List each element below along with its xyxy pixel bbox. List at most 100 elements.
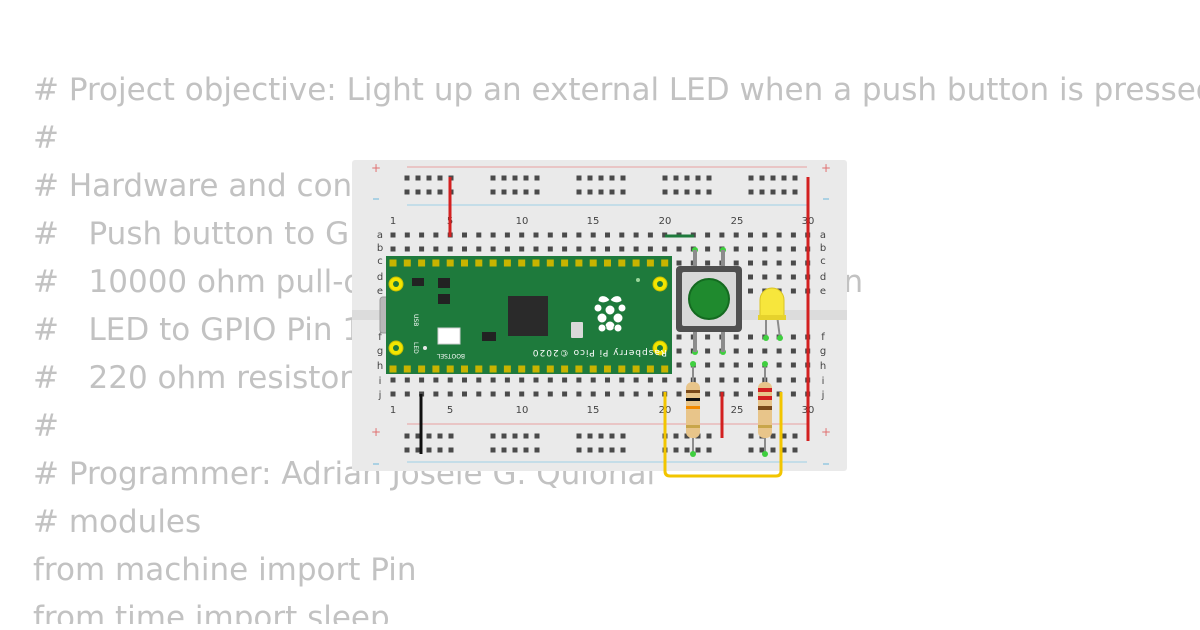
breadboard-hole [447, 391, 453, 397]
rail-hole [609, 433, 615, 439]
pico-pin [475, 259, 483, 267]
resistor-band [686, 390, 700, 393]
breadboard-hole [605, 246, 610, 252]
breadboard-hole [576, 377, 582, 383]
rail-hole [620, 447, 626, 453]
breadboard-hole [790, 362, 796, 368]
breadboard-hole [776, 377, 782, 383]
breadboard-hole [504, 391, 510, 397]
rail-hole [512, 433, 518, 439]
rail-hole [587, 175, 593, 181]
breadboard-hole [490, 246, 496, 252]
rail-hole [576, 189, 582, 195]
rail-hole [792, 175, 798, 181]
resistor-10k [686, 361, 700, 457]
button-leg [721, 332, 725, 352]
breadboard-hole [590, 377, 596, 383]
breadboard-hole [790, 377, 796, 383]
button-leg [693, 332, 697, 352]
column-number: 15 [587, 405, 600, 416]
pico-pin [604, 365, 611, 373]
breadboard-hole [504, 246, 510, 252]
breadboard-hole [562, 246, 568, 252]
pico-pin [403, 259, 411, 267]
button-cap[interactable] [688, 278, 730, 320]
code-line: from time import sleep [33, 600, 390, 624]
breadboard-hole [605, 391, 610, 397]
rail-hole [748, 433, 754, 439]
breadboard-hole [433, 232, 439, 238]
breadboard-hole [404, 391, 410, 397]
rail-hole [684, 189, 690, 195]
breadboard-hole [476, 232, 482, 238]
breadboard-hole [662, 377, 668, 383]
breadboard-hole [676, 391, 682, 397]
rail-hole [684, 433, 690, 439]
pico-crystal [571, 322, 583, 338]
yellow-led [758, 287, 786, 341]
breadboard-hole [590, 246, 596, 252]
pico-pin [489, 365, 497, 373]
yellow-wire[interactable] [663, 392, 783, 478]
resistor-leg-pad [762, 361, 768, 367]
rail-hole [501, 175, 507, 181]
rail-hole [523, 447, 529, 453]
row-letter: f [378, 332, 382, 343]
row-letter: b [377, 243, 383, 254]
pico-pin [403, 365, 411, 373]
breadboard-hole [733, 362, 739, 368]
breadboard-hole [790, 232, 796, 238]
pico-pin [618, 365, 626, 373]
row-letter: d [820, 272, 826, 283]
rail-hole [759, 175, 765, 181]
pico-pin [661, 259, 669, 267]
breadboard-hole [447, 246, 453, 252]
push-button [676, 247, 742, 355]
resistor-band [686, 425, 700, 428]
pico-pin [618, 259, 626, 267]
pico-pin [575, 365, 583, 373]
breadboard-hole [719, 377, 725, 383]
usb-label: USB [412, 314, 419, 326]
breadboard-hole [762, 246, 768, 252]
rail-hole [426, 447, 432, 453]
bootsel-label: BOOTSEL [436, 352, 465, 359]
rail-hole [523, 189, 529, 195]
rail-hole [598, 433, 604, 439]
rail-hole [673, 189, 679, 195]
breadboard-hole [776, 362, 782, 368]
row-letter: e [377, 286, 383, 297]
rail-hole [695, 189, 701, 195]
breadboard-hole [590, 391, 596, 397]
breadboard-hole [748, 288, 753, 294]
breadboard-hole [433, 391, 439, 397]
raspberry-logo-icon [593, 295, 627, 333]
rail-hole [706, 447, 712, 453]
row-letters: a b c d e f g h i j a b c d e f g h i j [377, 230, 826, 401]
rail-hole [598, 189, 604, 195]
breadboard-hole [705, 391, 711, 397]
resistor-220 [758, 361, 772, 457]
rail-hole [404, 447, 410, 453]
breadboard-hole [576, 391, 582, 397]
breadboard-hole [504, 377, 510, 383]
column-number: 20 [659, 216, 672, 227]
led-dome [759, 287, 785, 317]
rail-hole [792, 433, 798, 439]
row-letter: i [822, 376, 825, 387]
breadboard-hole [562, 232, 568, 238]
pico-pin [561, 259, 569, 267]
breadboard-hole [662, 232, 668, 238]
rail-plus-label: + [371, 161, 381, 175]
pico-pin [646, 259, 654, 267]
bootsel-button[interactable] [437, 327, 461, 345]
breadboard-hole [676, 377, 682, 383]
breadboard-hole [476, 377, 482, 383]
rail-hole [620, 189, 626, 195]
rail-hole [598, 175, 604, 181]
breadboard-hole [433, 246, 439, 252]
breadboard-hole [776, 391, 782, 397]
rail-hole [770, 189, 776, 195]
breadboard-hole [419, 377, 425, 383]
rail-hole [706, 175, 712, 181]
